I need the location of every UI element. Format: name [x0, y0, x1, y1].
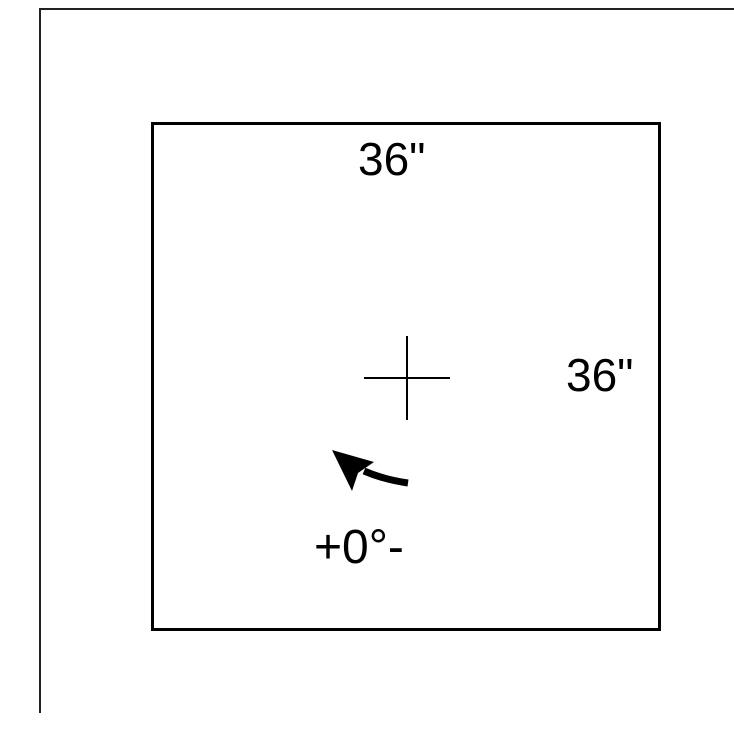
rotate-plus-button[interactable]: +	[314, 521, 343, 574]
height-label: 36"	[566, 349, 634, 401]
rotation-control: + 0°-	[314, 524, 404, 572]
canvas-frame	[39, 8, 734, 713]
crosshair-icon	[364, 336, 450, 420]
rotate-minus-button[interactable]: -	[387, 521, 404, 574]
rotation-angle: 0°	[342, 521, 388, 574]
object-outline[interactable]	[151, 122, 661, 631]
rotate-arrow-icon[interactable]	[328, 443, 414, 493]
width-label: 36"	[358, 133, 426, 185]
